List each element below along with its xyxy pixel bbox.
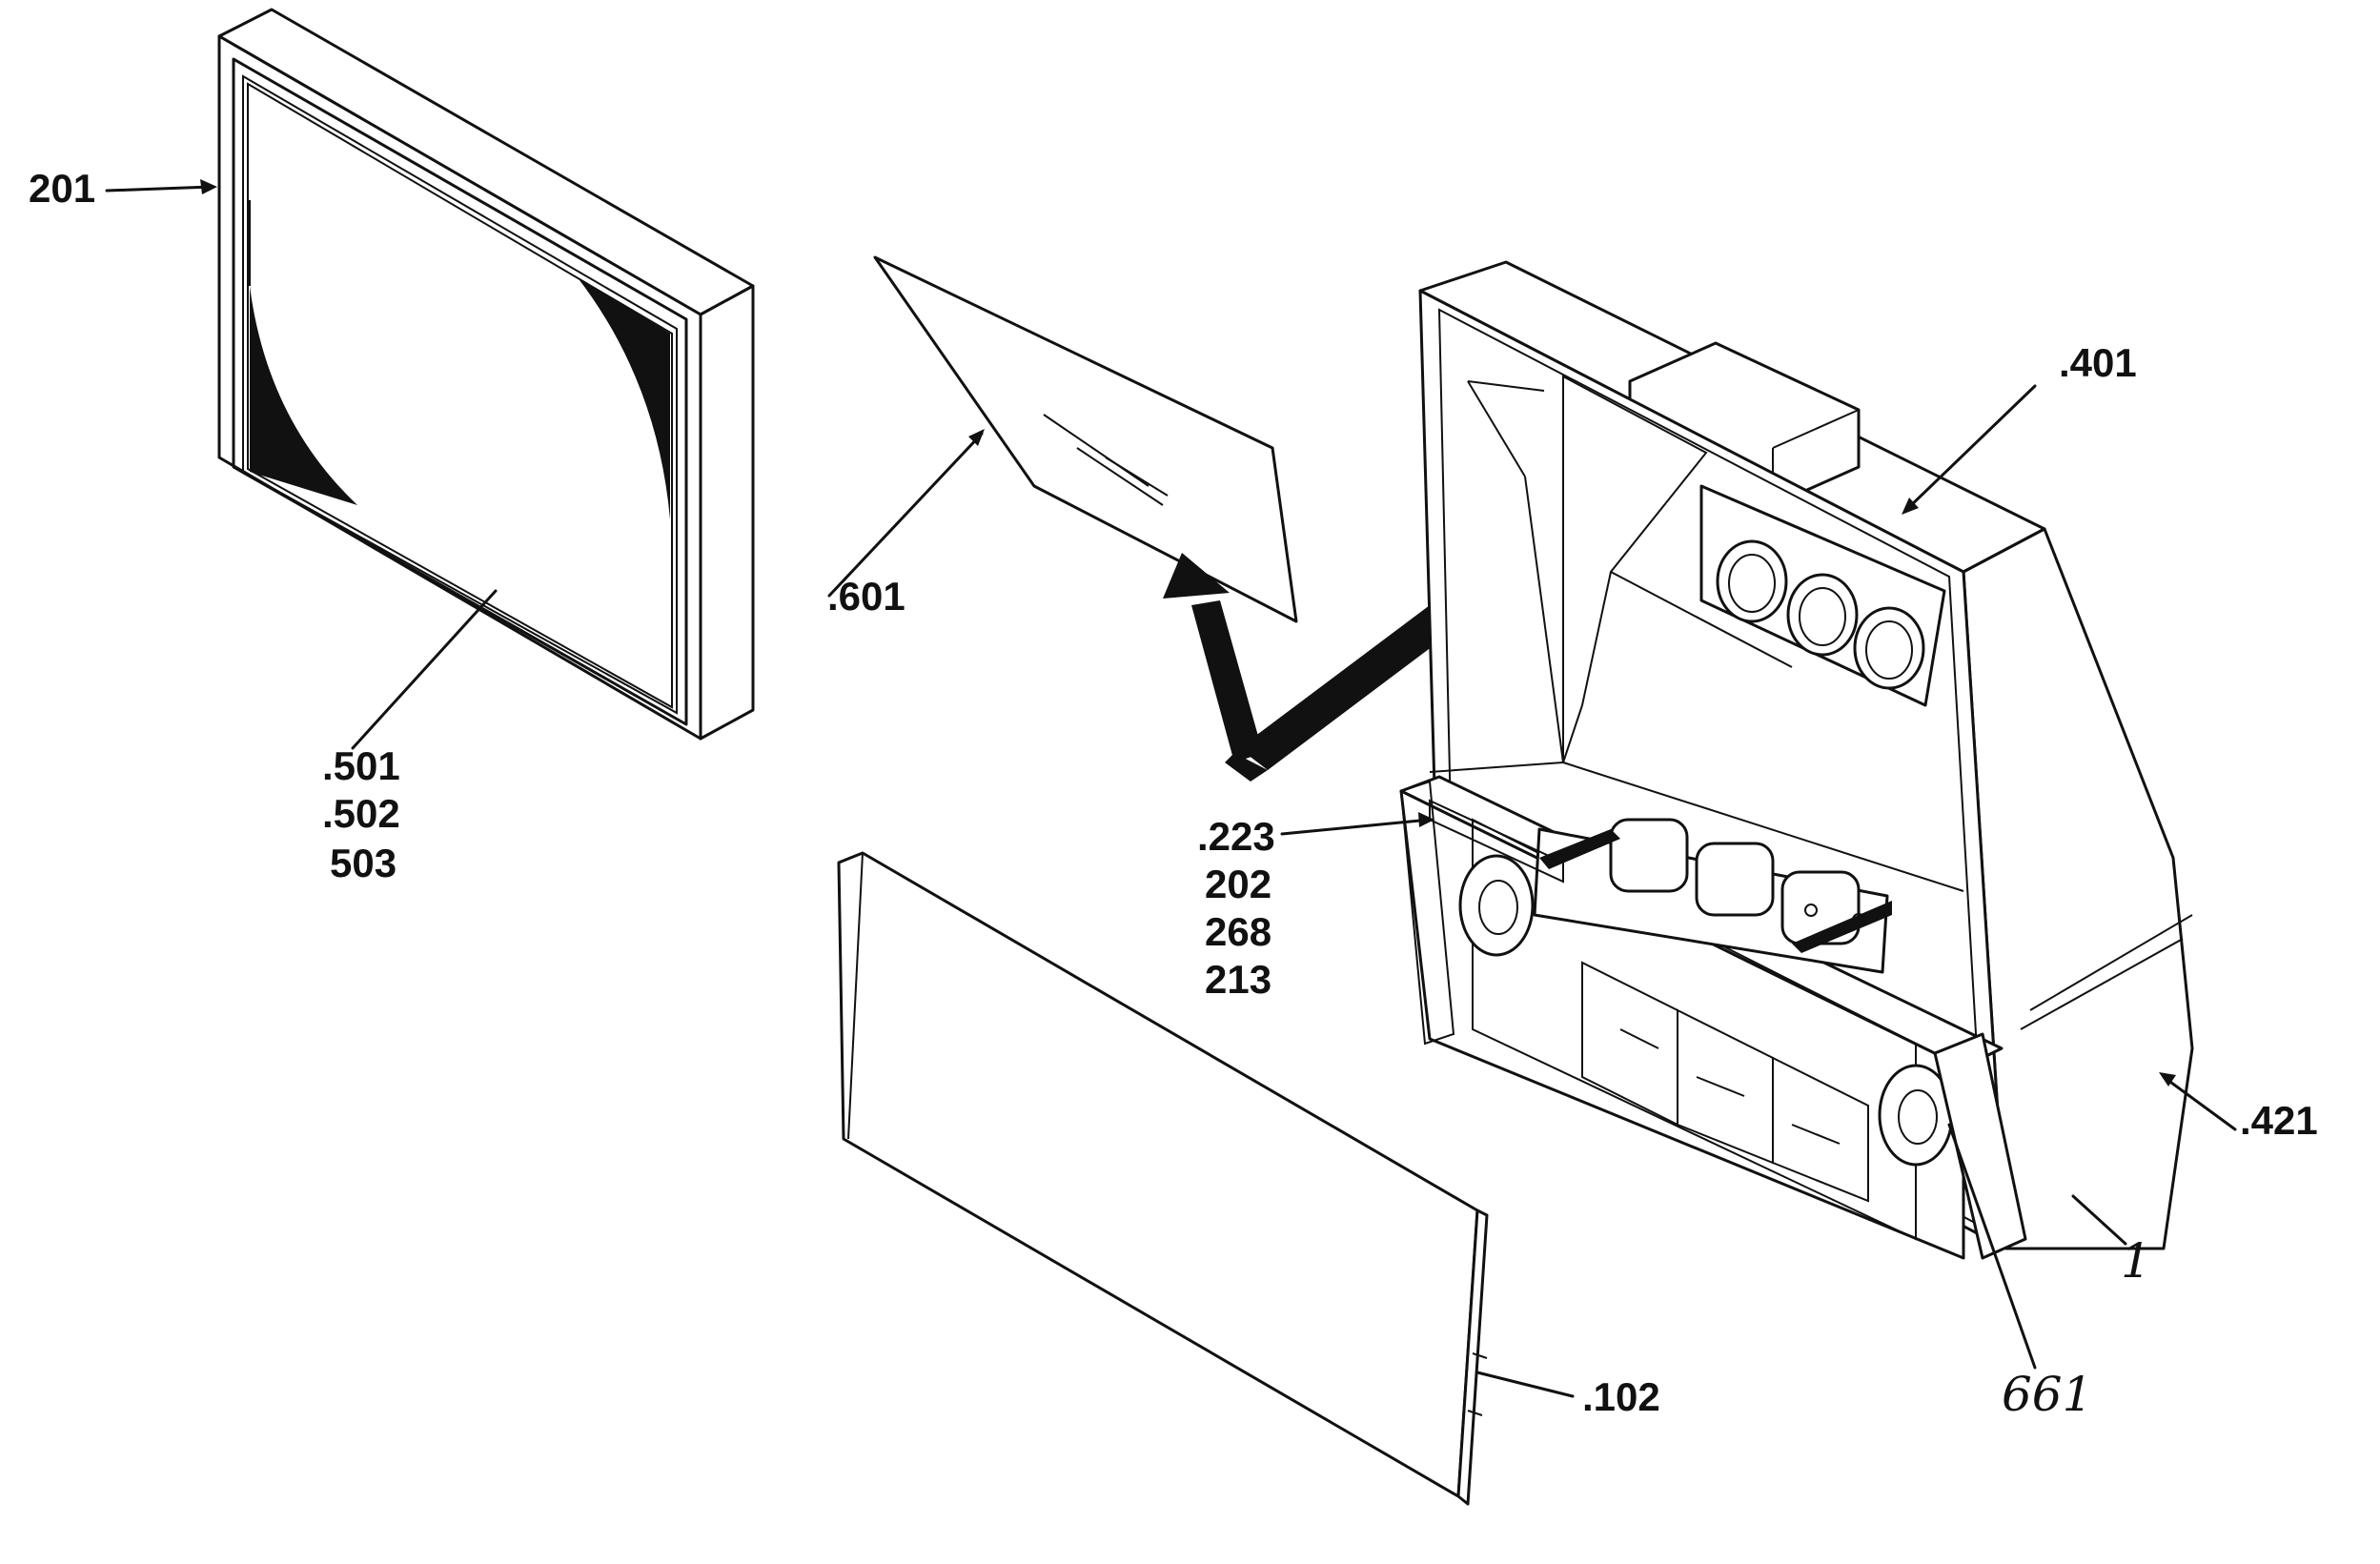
- cabinet-assembly: [1399, 260, 2194, 1260]
- cabinet-side-panel: [1933, 1032, 2027, 1260]
- label-502: .502: [322, 791, 400, 836]
- label-213: 213: [1205, 957, 1271, 1002]
- lens-green: [1786, 573, 1859, 657]
- label-201: 201: [29, 166, 95, 211]
- label-202: 202: [1205, 862, 1271, 906]
- label-401: .401: [2059, 340, 2137, 385]
- front-panel-face: [837, 851, 1479, 1498]
- screen-frame-assembly: [217, 8, 755, 741]
- screen-corner-shade-left: [250, 286, 357, 505]
- label-102: .102: [1582, 1374, 1660, 1419]
- crt-tubes: [1533, 818, 1892, 974]
- label-661: 661: [2002, 1367, 2092, 1422]
- label-223: .223: [1197, 814, 1275, 859]
- screen-corner-shade-right: [577, 276, 670, 519]
- label-501: .501: [322, 743, 400, 788]
- speakers: [1458, 854, 1954, 1167]
- light-beam-elbow: [1225, 753, 1268, 782]
- screen-frame-bezel-inner: [242, 74, 678, 715]
- label-421: .421: [2240, 1098, 2318, 1143]
- reference-labels: 201 .601 .501 .502 503 .401 .223 202 268…: [29, 166, 2318, 1422]
- screen-frame-side: [699, 284, 755, 741]
- speaker-left: [1458, 854, 1535, 957]
- light-beam-lower: [1191, 600, 1263, 762]
- chassis-bay: [1472, 818, 1917, 1241]
- label-1: 1: [2121, 1233, 2151, 1289]
- lower-front-panel: [837, 851, 1489, 1506]
- light-arrow-head-up: [1163, 553, 1230, 599]
- label-268: 268: [1205, 909, 1271, 954]
- lens-red: [1716, 539, 1788, 623]
- leader-lines: [105, 179, 2237, 1398]
- lens-blue: [1853, 606, 1925, 690]
- mirror-panel: [873, 255, 1298, 623]
- cabinet-interior-wall: [1562, 375, 1708, 763]
- mirror-plate: [873, 255, 1298, 623]
- label-601: .601: [827, 574, 905, 619]
- screen-panel: [247, 82, 673, 709]
- projection-lenses: [1716, 539, 1925, 690]
- front-panel-edge: [1456, 1209, 1489, 1506]
- screen-frame-bezel: [232, 57, 688, 726]
- label-503: 503: [330, 841, 397, 885]
